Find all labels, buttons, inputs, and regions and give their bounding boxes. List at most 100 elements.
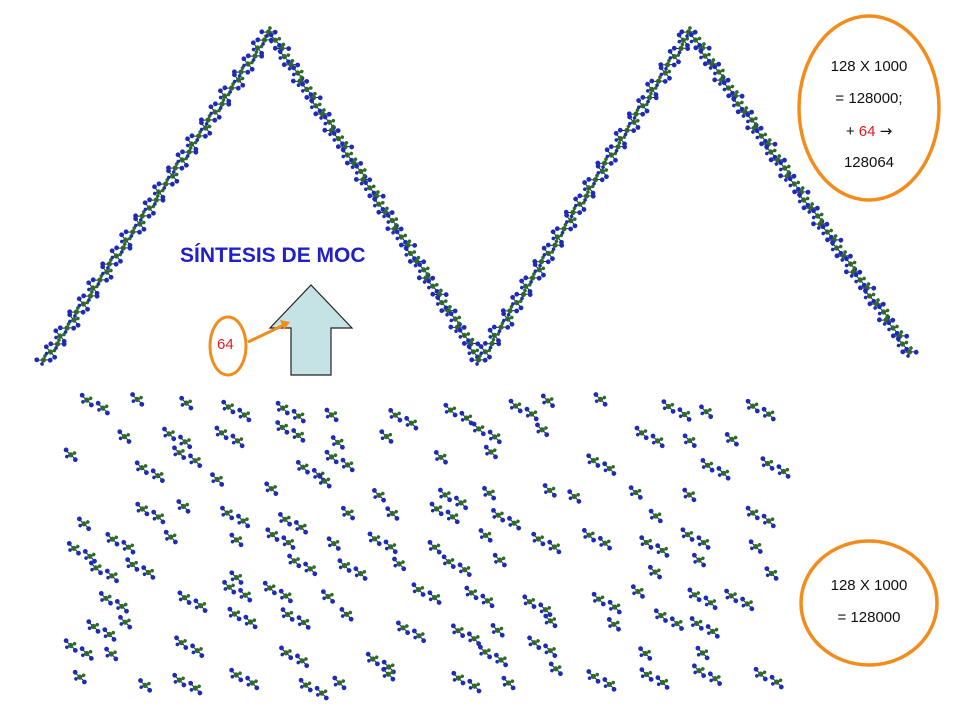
molecule-icon — [745, 538, 766, 556]
molecule-icon — [658, 398, 679, 415]
molecule-icon — [545, 660, 567, 678]
molecule-icon — [173, 497, 194, 515]
molecule-icon — [311, 684, 332, 702]
molecule-icon — [114, 428, 135, 446]
molecule-icon — [647, 432, 668, 450]
top-box-line3: + 64 → — [800, 115, 938, 147]
bottom-box-line1: 128 X 1000 — [830, 577, 908, 594]
molecule-icon — [684, 586, 705, 604]
monomer-field — [60, 390, 794, 702]
molecule-icon — [138, 564, 159, 581]
molecule-icon — [564, 488, 585, 505]
molecule-icon — [218, 398, 239, 416]
molecule-icon — [323, 535, 344, 553]
molecule-icon — [438, 553, 459, 571]
molecule-icon — [761, 565, 782, 582]
top-box-line2: = 128000; — [835, 90, 903, 107]
molecule-icon — [645, 507, 666, 525]
molecule-icon — [447, 622, 469, 640]
molecule-icon — [60, 446, 81, 464]
page-title: SÍNTESIS DE MOC — [180, 244, 366, 267]
top-box-plus: + — [845, 123, 855, 140]
molecule-icon — [275, 644, 297, 662]
molecule-icon — [474, 643, 496, 661]
molecule-icon — [636, 666, 657, 683]
right-arrow-icon: → — [879, 122, 893, 140]
molecule-icon — [380, 538, 401, 556]
molecule-icon — [160, 528, 182, 546]
molecule-icon — [531, 421, 553, 439]
molecule-icon — [704, 670, 726, 688]
top-box-added-value: 64 — [858, 123, 876, 140]
molecule-icon — [278, 534, 299, 552]
molecule-icon — [448, 669, 469, 687]
molecule-icon — [695, 403, 717, 421]
molecule-icon — [757, 455, 778, 472]
molecule-icon — [131, 459, 153, 477]
molecule-icon — [650, 607, 672, 625]
molecule-icon — [583, 667, 604, 685]
molecule-icon — [174, 589, 195, 607]
molecule-icon — [134, 676, 156, 694]
molecule-icon — [498, 674, 519, 692]
molecule-icon — [241, 674, 263, 692]
molecule-icon — [185, 679, 206, 697]
molecule-icon — [336, 605, 357, 623]
molecule-icon — [118, 538, 139, 556]
molecule-icon — [742, 397, 763, 415]
molecule-icon — [169, 671, 190, 689]
molecule-icon — [101, 567, 123, 585]
molecule-icon — [700, 594, 721, 612]
molecule-icon — [234, 406, 255, 424]
molecule-icon — [224, 605, 245, 623]
molecule-icon — [184, 452, 206, 470]
molecule-icon — [430, 448, 452, 466]
molecule-icon — [314, 472, 335, 490]
molecule-icon — [272, 399, 293, 417]
molecule-icon — [505, 397, 526, 415]
molecule-icon — [773, 463, 794, 480]
molecule-icon — [742, 504, 763, 522]
molecule-icon — [503, 514, 525, 532]
molecule-icon — [337, 504, 359, 522]
molecule-icon — [450, 494, 472, 512]
molecule-icon — [588, 590, 609, 608]
molecule-icon — [487, 506, 509, 524]
molecule-icon — [519, 593, 540, 611]
molecule-icon — [521, 405, 542, 423]
molecule-icon — [382, 505, 403, 522]
up-block-arrow — [268, 284, 354, 376]
molecule-icon — [216, 504, 238, 522]
molecule-icon — [463, 630, 485, 648]
molecule-icon — [636, 534, 657, 551]
molecule-icon — [590, 390, 611, 408]
bottom-ellipse — [799, 539, 939, 667]
molecule-icon — [702, 622, 723, 640]
molecule-icon — [625, 484, 646, 501]
molecule-icon — [364, 530, 385, 548]
molecule-icon — [277, 606, 298, 623]
molecule-icon — [688, 551, 710, 569]
molecule-icon — [317, 588, 339, 605]
molecule-icon — [408, 581, 429, 599]
molecule-icon — [686, 614, 707, 632]
molecule-icon — [321, 448, 342, 466]
molecule-icon — [334, 557, 355, 575]
molecule-icon — [73, 515, 95, 533]
top-box-line1: 128 X 1000 — [830, 58, 908, 75]
molecule-icon — [350, 565, 371, 583]
molecule-icon — [362, 650, 384, 668]
molecule-icon — [376, 428, 397, 445]
molecule-icon — [766, 673, 787, 691]
top-box-text: 128 X 1000 = 128000; + 64 → 128064 — [800, 51, 938, 179]
molecule-icon — [186, 642, 208, 660]
molecule-icon — [111, 597, 133, 615]
molecule-icon — [666, 615, 688, 633]
molecule-icon — [477, 592, 498, 610]
molecule-icon — [475, 526, 496, 544]
molecule-icon — [92, 399, 114, 417]
pointer-arrowhead — [280, 320, 290, 330]
molecule-icon — [329, 674, 350, 692]
molecule-icon — [720, 587, 742, 605]
molecule-icon — [537, 392, 559, 410]
